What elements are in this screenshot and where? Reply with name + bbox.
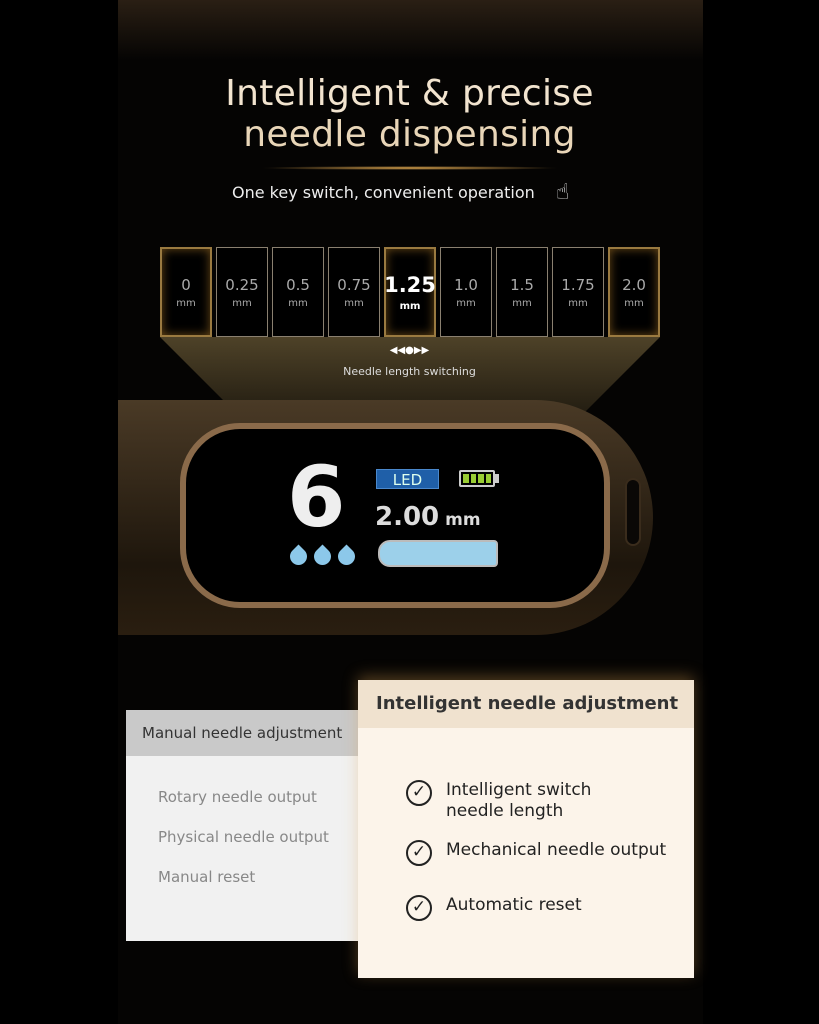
intelligent-item: ✓ Mechanical needle output (406, 840, 666, 866)
length-value: 0.5 (286, 275, 310, 294)
length-unit: mm (176, 297, 196, 309)
title-line-1: Intelligent & precise (225, 73, 594, 114)
drop-icon (310, 544, 335, 569)
drop-icons (286, 542, 359, 569)
title-underline-glow (260, 166, 560, 170)
battery-cap (495, 474, 499, 483)
length-unit: mm (344, 297, 364, 309)
intelligent-item: ✓ Automatic reset (406, 895, 582, 921)
check-icon: ✓ (406, 840, 432, 866)
top-glow (118, 0, 703, 60)
length-option[interactable]: 1.0 mm (440, 247, 492, 337)
length-option[interactable]: 0 mm (160, 247, 212, 337)
length-unit: mm (232, 297, 252, 309)
length-unit: mm (512, 297, 532, 309)
manual-header: Manual needle adjustment (126, 710, 358, 756)
length-unit: mm (288, 297, 308, 309)
item-text: Intelligent switch needle length (446, 780, 592, 821)
drop-icon (334, 544, 359, 569)
intelligent-card: Intelligent needle adjustment ✓ Intellige… (358, 680, 694, 978)
length-readout: 2.00 (375, 502, 440, 532)
length-value: 0 (181, 275, 191, 294)
length-value: 1.75 (561, 275, 595, 294)
length-value: 2.0 (622, 275, 646, 294)
length-option[interactable]: 2.0 mm (608, 247, 660, 337)
switch-label: Needle length switching (343, 365, 476, 378)
check-icon: ✓ (406, 895, 432, 921)
length-option[interactable]: 1.75 mm (552, 247, 604, 337)
manual-item: Rotary needle output (158, 788, 317, 806)
tap-hand-icon: ☝ (556, 180, 570, 205)
needle-bar-icon (378, 540, 498, 567)
led-badge: LED (376, 469, 439, 489)
intelligent-item: ✓ Intelligent switch needle length (406, 780, 616, 822)
drop-icon (286, 544, 311, 569)
length-value: 0.75 (337, 275, 371, 294)
needle-length-selector: 0 mm 0.25 mm 0.5 mm 0.75 mm 1.25 mm 1.0 mm 1.5… (160, 247, 660, 337)
length-option-selected[interactable]: 1.25 mm (384, 247, 436, 337)
title-line-2: needle dispensing (243, 114, 576, 155)
manual-item: Physical needle output (158, 828, 329, 846)
length-unit: mm (624, 297, 644, 309)
level-display: 6 (287, 448, 346, 546)
length-option[interactable]: 0.5 mm (272, 247, 324, 337)
check-icon: ✓ (406, 780, 432, 806)
intelligent-header: Intelligent needle adjustment (358, 680, 694, 728)
length-unit: mm (568, 297, 588, 309)
device-screen (180, 423, 610, 608)
length-unit: mm (456, 297, 476, 309)
item-text: Mechanical needle output (446, 840, 667, 860)
item-text: Automatic reset (446, 895, 582, 915)
switch-arrows-icon: ◀◀●▶▶ (389, 345, 430, 356)
length-option[interactable]: 0.75 mm (328, 247, 380, 337)
length-value: 1.0 (454, 275, 478, 294)
length-readout-unit: mm (445, 510, 481, 530)
subtitle: One key switch, convenient operation (232, 183, 535, 202)
device-slot (625, 478, 641, 546)
battery-icon (459, 470, 495, 487)
manual-card: Manual needle adjustment Rotary needle o… (126, 710, 358, 941)
length-value: 1.25 (384, 272, 436, 297)
length-unit: mm (399, 300, 421, 312)
length-value: 1.5 (510, 275, 534, 294)
length-option[interactable]: 1.5 mm (496, 247, 548, 337)
length-option[interactable]: 0.25 mm (216, 247, 268, 337)
manual-item: Manual reset (158, 868, 256, 886)
length-value: 0.25 (225, 275, 259, 294)
